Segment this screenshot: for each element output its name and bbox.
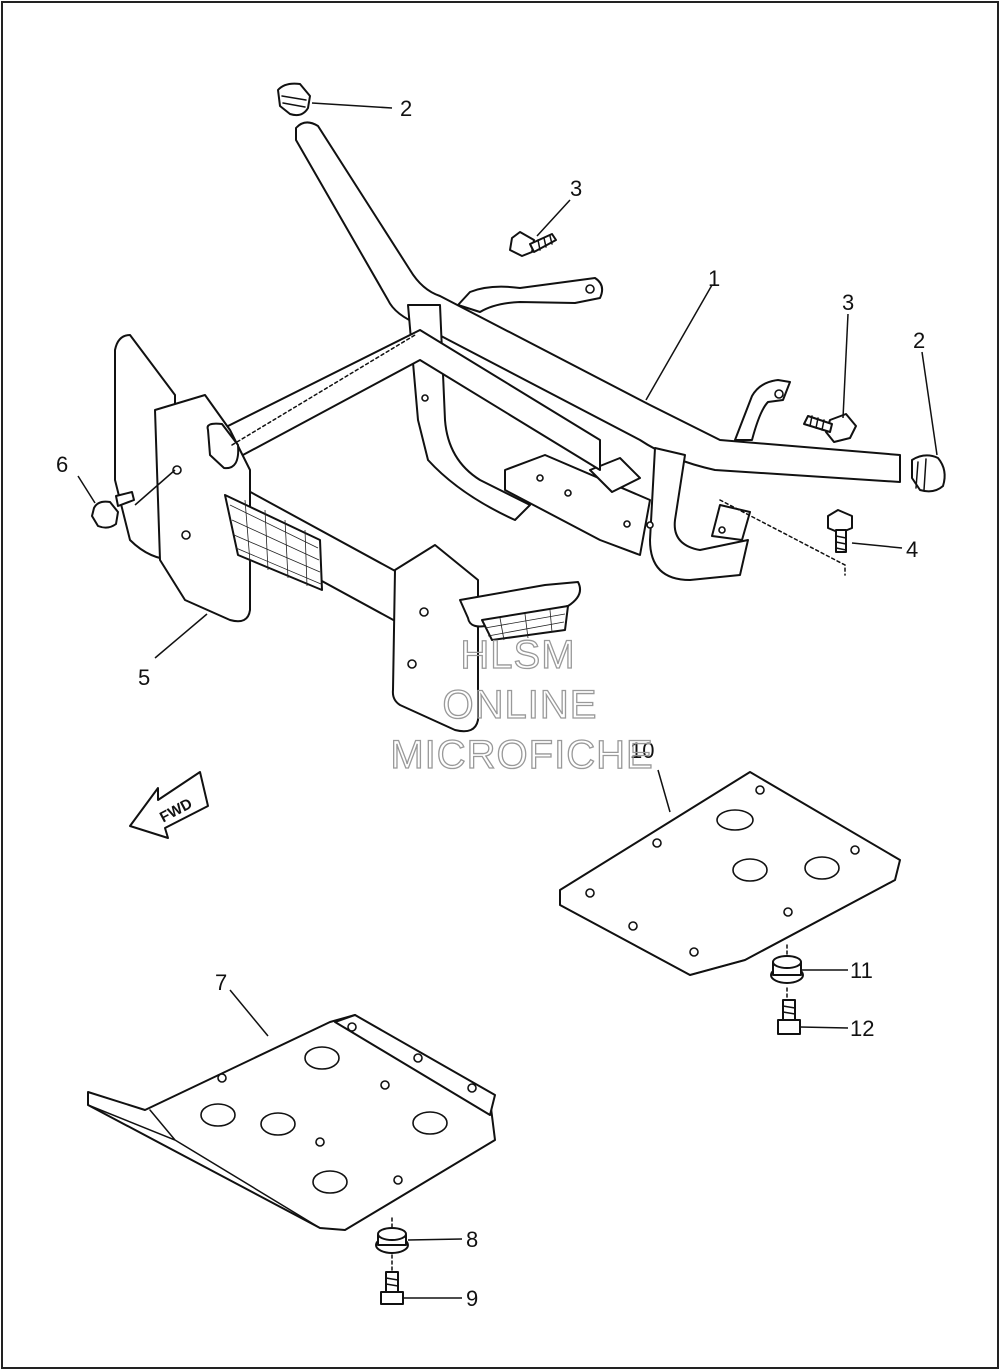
callout-3-left: 3 — [570, 176, 582, 201]
skid-plate-lower[interactable] — [87, 1014, 496, 1231]
callout-11: 11 — [850, 958, 873, 983]
callout-8: 8 — [466, 1227, 478, 1252]
watermark-line-3: MICROFICHE — [390, 733, 653, 777]
plug-cap-top[interactable] — [277, 82, 311, 117]
grommet-8[interactable] — [375, 1227, 409, 1254]
bolt-9[interactable] — [380, 1271, 404, 1305]
callout-12: 12 — [850, 1016, 874, 1041]
callout-10: 10 — [630, 738, 654, 763]
callout-3-right: 3 — [842, 290, 854, 315]
callout-7: 7 — [215, 970, 227, 995]
bolt-4[interactable] — [827, 509, 853, 553]
screw-6[interactable] — [91, 491, 135, 529]
forward-direction-arrow: FWD — [129, 771, 209, 839]
watermark-line-1: HLSM — [460, 633, 575, 677]
callout-6: 6 — [56, 452, 68, 477]
callout-2-top: 2 — [400, 96, 412, 121]
bolt-upper-left[interactable] — [509, 231, 557, 257]
callout-1: 1 — [708, 266, 720, 291]
callout-9: 9 — [466, 1286, 478, 1311]
plug-cap-right[interactable] — [911, 454, 946, 493]
callout-numbers: 1 2 2 3 3 4 5 6 7 8 9 10 11 12 — [56, 96, 925, 1311]
leader-lines — [77, 102, 938, 1299]
bolt-upper-right[interactable] — [803, 413, 857, 443]
watermark: HLSM ONLINE MICROFICHE — [390, 632, 654, 777]
bolt-12[interactable] — [777, 999, 801, 1035]
front-bumper-shell[interactable] — [114, 329, 601, 733]
callout-4: 4 — [906, 537, 918, 562]
skid-plate-upper[interactable] — [559, 771, 901, 976]
callout-2-right: 2 — [913, 328, 925, 353]
watermark-line-2: ONLINE — [443, 683, 598, 727]
callout-5: 5 — [138, 665, 150, 690]
grommet-11[interactable] — [770, 955, 804, 984]
